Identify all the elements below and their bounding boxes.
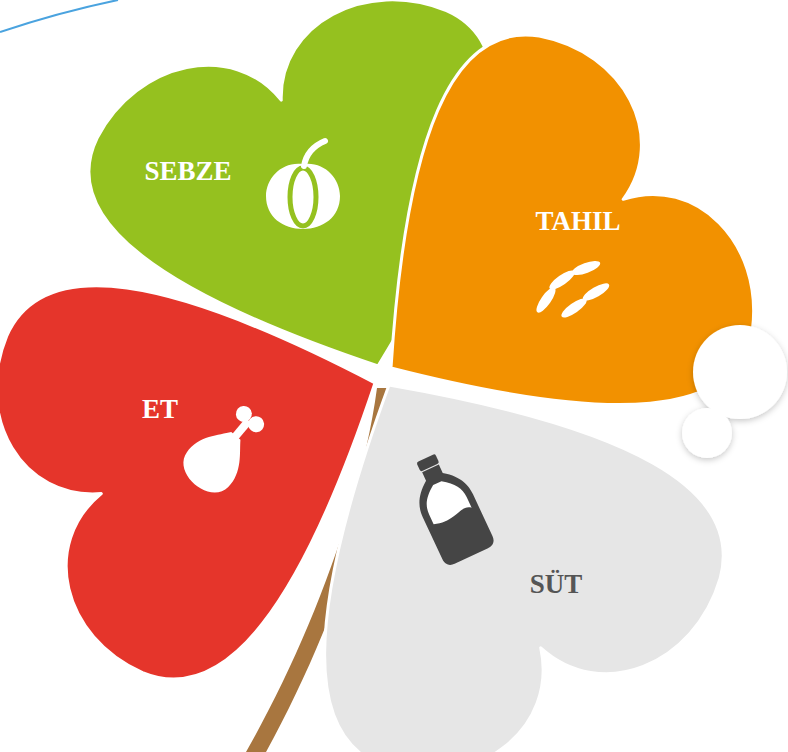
bottle-icon <box>401 446 497 567</box>
corner-line <box>0 0 118 32</box>
leaf-label: ET <box>142 395 178 425</box>
leaf-shape <box>320 381 728 752</box>
clover-leaf: TAHIL <box>387 31 758 409</box>
grain-icon <box>533 258 611 321</box>
pumpkin-icon <box>266 141 340 229</box>
clover-leaf: SÜT <box>320 381 728 752</box>
clover-leaf: ET <box>0 281 379 683</box>
leaf-label: SÜT <box>530 570 583 600</box>
white-circles <box>682 325 787 458</box>
leaf-label: TAHIL <box>535 207 620 237</box>
leaf-shape <box>0 281 379 683</box>
leaf-label: SEBZE <box>144 157 231 187</box>
drumstick-icon <box>174 396 276 503</box>
